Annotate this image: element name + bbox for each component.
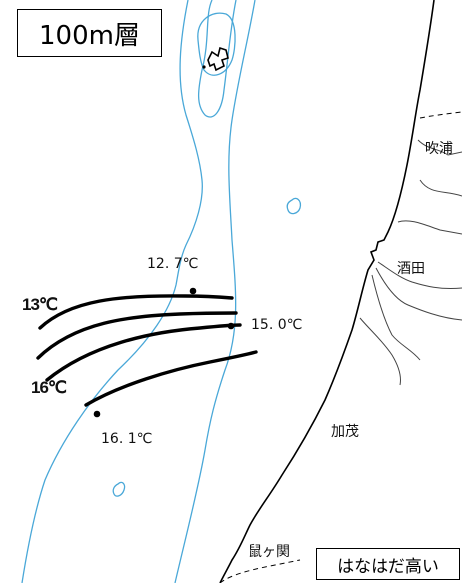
isotherm-label-13: 13℃ [22,295,58,314]
temp-label-south: 16. 1℃ [101,431,153,447]
isotherm-13 [38,294,234,330]
place-label-nezugaseki: 鼠ヶ関 [248,544,290,560]
river-7 [359,317,401,386]
observation-points [93,287,235,418]
island-inner-contour [197,12,236,76]
temp-label-east: 15. 0℃ [251,317,303,333]
isotherm-14 [36,311,238,360]
river-2 [419,179,462,197]
isotherms [36,294,258,407]
isotherm-label-16: 16℃ [31,378,67,397]
obs-point-north [189,287,197,295]
place-label-sakata: 酒田 [397,261,425,277]
place-label-fukiura: 吹浦 [425,141,453,157]
rivers [359,139,462,386]
place-label-kamo: 加茂 [331,424,359,440]
temp-label-north: 12. 7℃ [147,256,199,272]
isotherm-16 [84,350,258,407]
prefecture-borders [219,111,462,583]
layer-title: 100m層 [17,9,162,57]
seamount-contour [286,197,302,215]
coastline [219,0,435,583]
status-note: はなはだ高い [316,548,460,580]
river-3 [397,220,462,235]
obs-point-south [93,410,101,418]
border-south [219,559,301,583]
depth-contour-west [21,0,203,583]
obs-point-east [227,322,235,330]
bathymetry-contours [21,0,302,583]
island-outline [207,46,229,72]
small-shoal-contour [112,481,126,497]
river-5 [375,267,462,321]
river-6 [371,274,421,361]
island-rock [202,65,206,69]
river-1 [417,139,462,156]
border-north [419,111,462,119]
river-4 [377,261,462,289]
depth-contour-east [174,0,256,583]
